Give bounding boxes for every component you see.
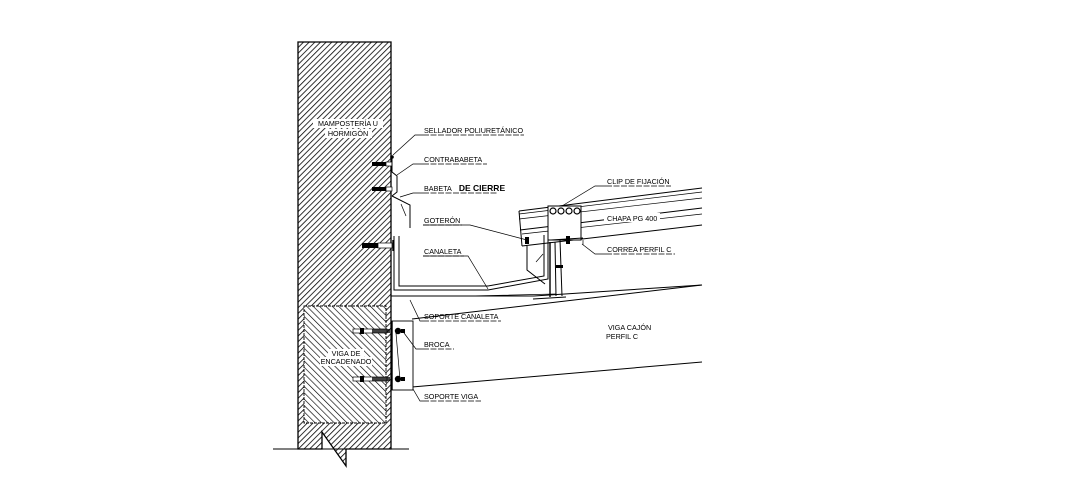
label-purlin: CORREA PERFIL C [606, 245, 675, 255]
label-sheet: CHAPA PG 400 [604, 213, 660, 223]
label-sealant: SELLADOR POLIURETÁNICO [423, 126, 524, 136]
box-beam-top-line [411, 284, 703, 320]
svg-text:SOPORTE CANALETA: SOPORTE CANALETA [424, 312, 499, 321]
closing-flashing-hem [400, 203, 407, 217]
label-fixing-clip: CLIP DE FIJACIÓN [606, 177, 671, 187]
label-closing-flashing-suffix: DE CIERRE [459, 183, 506, 193]
box-beam-bottom-line [411, 361, 703, 388]
sealant-bead [390, 155, 394, 159]
purlin [549, 237, 584, 297]
label-counter-flashing: CONTRABABETA [423, 155, 487, 165]
anchor-bolt-lower [352, 375, 405, 383]
gutter-support [391, 284, 703, 300]
fixing-clip [547, 205, 582, 241]
label-drip-edge: GOTERÓN [423, 216, 462, 226]
drip-edge-hem [535, 253, 544, 263]
svg-text:BROCA: BROCA [424, 340, 450, 349]
bond-beam-label-line2: ENCADENADO [321, 357, 372, 366]
label-box-beam-line2: PERFIL C [606, 332, 638, 341]
label-beam-support: SOPORTE VIGA [423, 392, 481, 402]
svg-text:GOTERÓN: GOTERÓN [424, 216, 460, 225]
bond-beam-label: VIGA DE ENCADENADO [320, 349, 372, 366]
label-closing-flashing-prefix: BABETA [424, 184, 452, 193]
svg-text:CANALETA: CANALETA [424, 247, 462, 256]
gutter [392, 232, 557, 297]
svg-text:CHAPA PG 400: CHAPA PG 400 [607, 214, 657, 223]
anchor-bolt-upper [352, 327, 405, 335]
label-anchor: BROCA [423, 340, 454, 350]
wall-label-line2: HORMIGÓN [328, 129, 368, 138]
svg-text:SELLADOR POLIURETÁNICO: SELLADOR POLIURETÁNICO [424, 126, 523, 135]
sheet-screws [525, 236, 570, 244]
label-box-beam-line1: VIGA CAJÓN [608, 323, 651, 332]
flashing-anchor-lower [372, 186, 393, 192]
wall-label-line1: MAMPOSTERÍA U [318, 119, 378, 128]
wall-label: MAMPOSTERÍA U HORMIGÓN [313, 119, 383, 138]
drip-edge [526, 246, 546, 285]
svg-text:BABETA DE CIERRE: BABETA DE CIERRE [424, 178, 505, 195]
bond-beam-label-line1: VIGA DE [332, 349, 361, 358]
svg-text:CORREA PERFIL C: CORREA PERFIL C [607, 245, 671, 254]
gutter-anchor [362, 240, 394, 251]
svg-text:CLIP DE FIJACIÓN: CLIP DE FIJACIÓN [607, 177, 670, 186]
leader-lines [392, 134, 606, 402]
svg-text:SOPORTE VIGA: SOPORTE VIGA [424, 392, 478, 401]
label-gutter-support: SOPORTE CANALETA [423, 312, 501, 322]
flashing-anchor-upper [372, 161, 393, 167]
label-gutter: CANALETA [423, 247, 464, 257]
closing-flashing [391, 195, 411, 228]
label-box-beam: VIGA CAJÓN PERFIL C [606, 323, 651, 341]
svg-text:CONTRABABETA: CONTRABABETA [424, 155, 482, 164]
label-closing-flashing: BABETA DE CIERRE [423, 178, 505, 195]
counter-flashing [391, 157, 398, 197]
